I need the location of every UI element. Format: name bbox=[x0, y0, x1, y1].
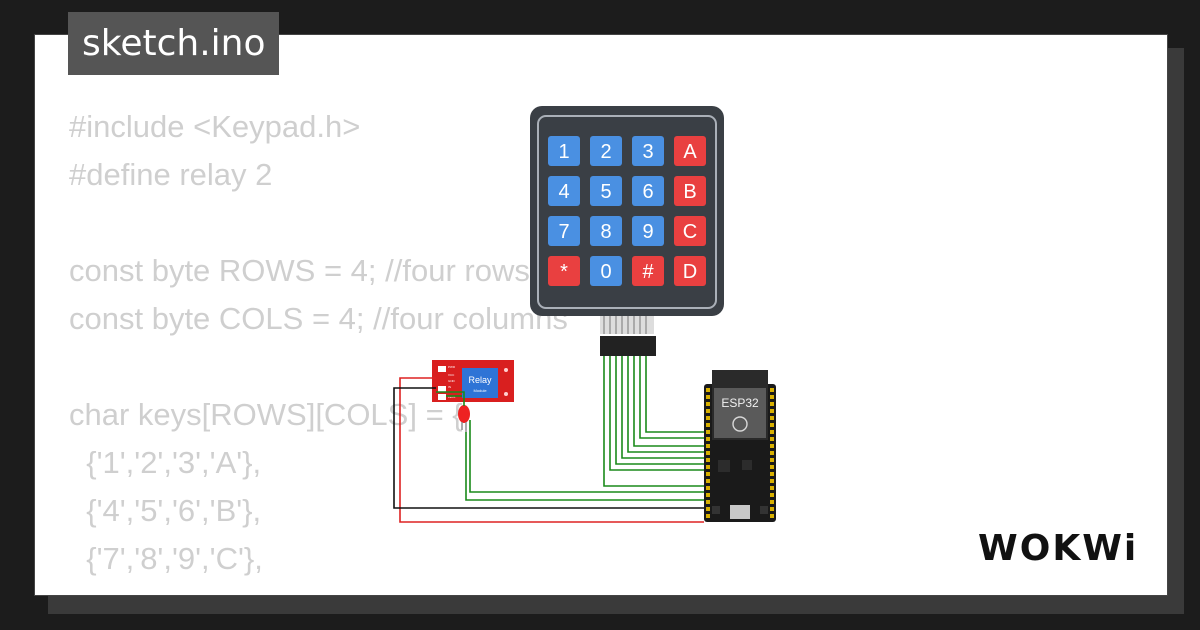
keypad-key[interactable] bbox=[590, 176, 622, 206]
esp32-pin bbox=[706, 395, 710, 399]
keypad-header bbox=[600, 316, 656, 356]
code-line: char keys[ROWS][COLS] = { bbox=[69, 397, 463, 432]
esp32-pin bbox=[706, 402, 710, 406]
keypad-key-label: 9 bbox=[642, 221, 653, 243]
esp32-pin bbox=[706, 437, 710, 441]
esp32-pin bbox=[706, 416, 710, 420]
relay-pin-label: GND bbox=[448, 379, 456, 383]
esp32-pin bbox=[770, 465, 774, 469]
esp32-pin bbox=[706, 444, 710, 448]
code-line: const byte ROWS = 4; //four rows bbox=[69, 253, 530, 288]
keypad-key[interactable] bbox=[590, 216, 622, 246]
esp32-pin bbox=[770, 416, 774, 420]
keypad-key-label: 6 bbox=[642, 181, 653, 203]
keypad-key-label: * bbox=[560, 261, 568, 283]
keypad-key-label: 5 bbox=[600, 181, 611, 203]
code-line: {'1','2','3','A'}, bbox=[69, 445, 262, 480]
keypad-key-label: 8 bbox=[600, 221, 611, 243]
esp32-pin bbox=[770, 479, 774, 483]
esp32-pin bbox=[770, 500, 774, 504]
relay-sublabel: Module bbox=[473, 388, 487, 393]
keypad-key-label: B bbox=[683, 181, 696, 203]
esp32-pin bbox=[770, 458, 774, 462]
file-tab[interactable]: sketch.ino bbox=[68, 12, 280, 75]
keypad-key[interactable] bbox=[632, 216, 664, 246]
esp32-pin bbox=[706, 423, 710, 427]
esp32-label: ESP32 bbox=[721, 396, 759, 410]
esp32-pin bbox=[770, 430, 774, 434]
keypad-key[interactable] bbox=[590, 256, 622, 286]
esp32-pin bbox=[706, 388, 710, 392]
esp32-pin bbox=[706, 493, 710, 497]
esp32-pin bbox=[706, 486, 710, 490]
esp32-pin bbox=[770, 395, 774, 399]
esp32-pin bbox=[770, 388, 774, 392]
relay-pin-label: LED1 bbox=[448, 395, 456, 399]
relay-label: Relay bbox=[468, 375, 492, 385]
esp32-pin bbox=[770, 423, 774, 427]
code-preview: #include <Keypad.h> #define relay 2 const … bbox=[69, 103, 568, 595]
esp32-pin bbox=[770, 444, 774, 448]
code-line: {'7','8','9','C'}, bbox=[69, 541, 263, 576]
keypad-key-label: 7 bbox=[558, 221, 569, 243]
esp32-pin bbox=[706, 458, 710, 462]
keypad-key[interactable] bbox=[548, 136, 580, 166]
keypad-key-label: D bbox=[683, 261, 697, 283]
code-line: #include <Keypad.h> bbox=[69, 109, 361, 144]
keypad-key-label: 2 bbox=[600, 141, 611, 163]
keypad-key-label: 3 bbox=[642, 141, 653, 163]
keypad-key-label: A bbox=[683, 141, 697, 163]
code-line: {'4','5','6','B'}, bbox=[69, 493, 262, 528]
keypad-key[interactable] bbox=[674, 216, 706, 246]
relay-module[interactable]: Relay Module PWR VCC GND IN LED1 bbox=[432, 360, 514, 402]
keypad-key[interactable] bbox=[548, 176, 580, 206]
esp32-pin bbox=[770, 507, 774, 511]
esp32-pin bbox=[706, 507, 710, 511]
led[interactable] bbox=[458, 405, 470, 432]
keypad-key[interactable] bbox=[548, 216, 580, 246]
esp32-pin bbox=[770, 409, 774, 413]
esp32-pin bbox=[770, 493, 774, 497]
keypad-key[interactable] bbox=[674, 136, 706, 166]
esp32-pin bbox=[706, 465, 710, 469]
esp32-pin bbox=[706, 472, 710, 476]
keypad-key[interactable] bbox=[632, 176, 664, 206]
relay-pin-label: IN bbox=[448, 385, 451, 389]
keypad-key-label: # bbox=[642, 261, 654, 283]
esp32-pin bbox=[706, 479, 710, 483]
relay-wires bbox=[393, 377, 704, 523]
esp32-pin bbox=[706, 451, 710, 455]
code-line: #define relay 2 bbox=[69, 157, 273, 192]
esp32-pin bbox=[770, 437, 774, 441]
keypad-wires bbox=[603, 356, 704, 487]
esp32-pin bbox=[706, 500, 710, 504]
esp32-pin bbox=[770, 514, 774, 518]
esp32-pin bbox=[770, 472, 774, 476]
keypad-key[interactable] bbox=[674, 256, 706, 286]
esp32-pin bbox=[770, 486, 774, 490]
esp32-pin bbox=[770, 451, 774, 455]
keypad-key[interactable] bbox=[632, 136, 664, 166]
esp32-pin bbox=[706, 430, 710, 434]
keypad[interactable]: 1 2 3 A 4 5 6 B 7 8 9 C * 0 # D bbox=[530, 106, 724, 316]
keypad-key-label: 0 bbox=[600, 261, 611, 283]
keypad-key-label: C bbox=[683, 221, 697, 243]
wokwi-logo: WOKWi bbox=[978, 528, 1139, 569]
esp32-pin bbox=[770, 402, 774, 406]
code-line: {'*','0','#','D'} bbox=[69, 583, 568, 595]
keypad-key-label: 4 bbox=[558, 181, 569, 203]
keypad-key[interactable] bbox=[632, 256, 664, 286]
relay-pin-label: PWR bbox=[448, 365, 456, 369]
esp32-pin bbox=[706, 409, 710, 413]
keypad-key[interactable] bbox=[674, 176, 706, 206]
esp32-pin bbox=[706, 514, 710, 518]
esp32-board[interactable]: ESP32 bbox=[704, 370, 776, 522]
keypad-key-label: 1 bbox=[558, 141, 569, 163]
relay-pin-label: VCC bbox=[448, 373, 455, 377]
keypad-key[interactable] bbox=[590, 136, 622, 166]
keypad-key[interactable] bbox=[548, 256, 580, 286]
